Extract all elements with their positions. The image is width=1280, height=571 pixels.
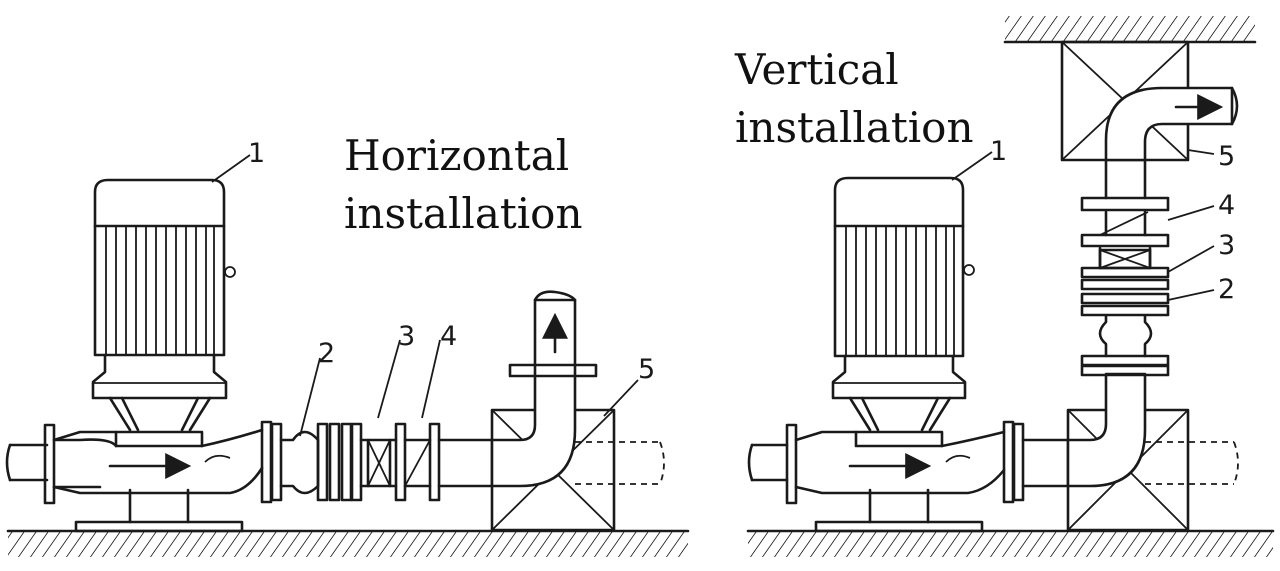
- horizontal-title-line1: Horizontal: [344, 131, 569, 180]
- vertical-installation: 1 2 3 4 5 Vertical installation: [734, 16, 1275, 557]
- pump-casing-right: [747, 420, 1070, 505]
- pump-motor-left: [91, 178, 236, 400]
- callout-2-right: 2: [1218, 274, 1235, 305]
- ceiling-support-right: [1060, 40, 1239, 162]
- callout-4-right: 4: [1218, 190, 1235, 221]
- callout-5-right: 5: [1218, 141, 1235, 172]
- elbow-support-right: [1066, 372, 1239, 532]
- vertical-title-line2: installation: [735, 103, 974, 152]
- elbow-support-left: [490, 290, 665, 532]
- vertical-title-line1: Vertical: [734, 45, 899, 94]
- callout-leaders-right: [951, 149, 1215, 301]
- horizontal-title-line2: installation: [344, 189, 583, 238]
- floor-hatching-right: [746, 529, 1275, 557]
- pump-bracket-left: [74, 396, 244, 533]
- pump-casing-left: [5, 423, 264, 505]
- callout-5-left: 5: [638, 354, 655, 385]
- pipe-fittings-left: [260, 420, 494, 504]
- callout-4-left: 4: [440, 321, 457, 352]
- pump-motor-right: [831, 176, 975, 400]
- riser-fittings-right: [1080, 158, 1170, 377]
- callout-1-left: 1: [248, 138, 265, 169]
- callout-3-left: 3: [398, 321, 415, 352]
- ceiling-hatching-right: [1003, 16, 1257, 44]
- callout-3-right: 3: [1218, 230, 1235, 261]
- floor-hatching-left: [6, 529, 690, 557]
- pump-bracket-right: [814, 396, 984, 533]
- horizontal-installation: 1 2 3 4 5 Horizontal installation: [5, 131, 690, 557]
- callout-1-right: 1: [990, 136, 1007, 167]
- callout-2-left: 2: [318, 338, 335, 369]
- callout-leaders-left: [211, 154, 639, 437]
